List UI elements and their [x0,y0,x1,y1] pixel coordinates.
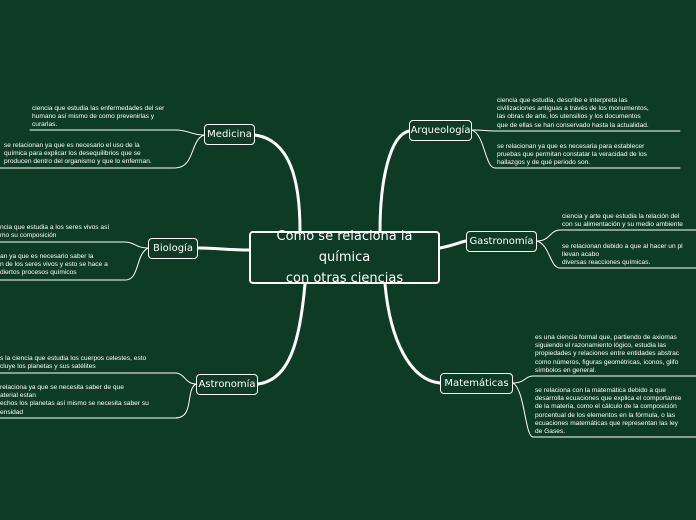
topic-biologia[interactable]: Biología [148,238,198,259]
leaf-matematicas-relation[interactable]: se relaciona con la matemática debido a … [535,387,682,436]
leaf-medicina-relation[interactable]: se relacionan ya que es necesario el uso… [4,142,152,166]
leaf-biologia-definition[interactable]: ncia que estudia a los seres vivos así m… [0,224,110,240]
leaf-matematicas-definition[interactable]: es una ciencia formal que, partiendo de … [535,334,680,374]
topic-medicina[interactable]: Medicina [204,124,255,145]
leaf-medicina-definition[interactable]: ciencia que estudia las enfermedades del… [32,105,165,129]
leaf-astronomia-definition[interactable]: s la ciencia que estudia los cuerpos cel… [0,355,147,371]
leaf-biologia-relation[interactable]: an ya que es necesario saber la n de los… [0,253,108,277]
leaf-arqueologia-definition[interactable]: ciencia que estudia, describe e interpre… [497,97,649,129]
central-topic[interactable]: Como se relaciona la química con otras c… [249,229,440,286]
leaf-astronomia-relation[interactable]: relaciona ya que se necesita saber de qu… [0,384,149,416]
topic-gastronomia[interactable]: Gastronomía [466,231,537,252]
topic-arqueologia[interactable]: Arqueología [409,120,472,141]
topic-matematicas[interactable]: Matemáticas [440,373,513,394]
leaf-gastronomia-relation[interactable]: se relacionan debido a que al hacer un p… [562,243,683,267]
topic-astronomia[interactable]: Astronomía [196,374,258,395]
leaf-arqueologia-relation[interactable]: se relacionan ya que es necesaria para e… [497,143,647,167]
leaf-gastronomia-definition[interactable]: ciencia y arte que estudia la relación d… [562,213,683,229]
